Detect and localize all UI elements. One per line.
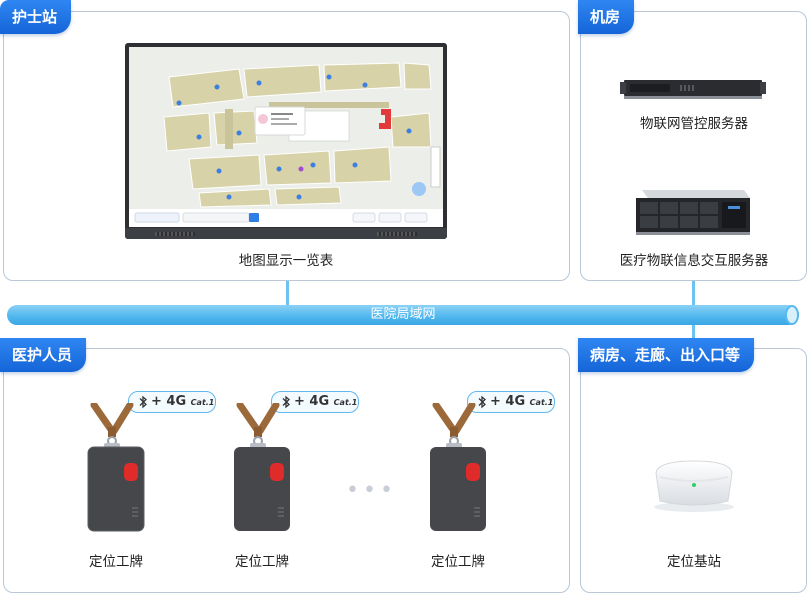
- connectivity-text: + 4G: [490, 394, 526, 409]
- lan-connector-left: [286, 281, 289, 306]
- lan-end-cap: [785, 305, 799, 325]
- connectivity-text: + 4G: [151, 394, 187, 409]
- base-station-label: 定位基站: [667, 554, 721, 570]
- medical-staff-tab: 医护人员: [0, 338, 87, 372]
- ward-tab: 病房、走廊、出入口等: [578, 338, 755, 372]
- map-screen: [129, 47, 443, 227]
- badge-icon: [430, 403, 486, 531]
- connectivity-badge: + 4G Cat.1: [467, 391, 555, 413]
- connectivity-text: + 4G: [294, 394, 330, 409]
- lan-connector-right-bottom: [692, 324, 695, 349]
- base-station-icon: [654, 460, 734, 512]
- connectivity-badge: + 4G Cat.1: [271, 391, 359, 413]
- hospital-lan-label: 医院局域网: [370, 307, 436, 322]
- cat-text: Cat.1: [333, 398, 358, 407]
- server-icon: [636, 190, 750, 235]
- ellipsis-icon: •••: [346, 478, 397, 503]
- badge-label: 定位工牌: [235, 554, 289, 570]
- connectivity-badge: + 4G Cat.1: [128, 391, 216, 413]
- server-icon: [620, 80, 766, 99]
- iot-control-server-label: 物联网管控服务器: [640, 116, 748, 132]
- cat-text: Cat.1: [529, 398, 554, 407]
- nurse-station-caption: 地图显示一览表: [238, 253, 334, 269]
- badge-label: 定位工牌: [89, 554, 143, 570]
- badge-icon: [234, 403, 290, 531]
- machine-room-panel: [580, 11, 807, 281]
- badge-label: 定位工牌: [431, 554, 485, 570]
- machine-room-tab: 机房: [578, 0, 635, 34]
- nurse-station-tab: 护士站: [0, 0, 72, 34]
- hospital-lan-bar: 医院局域网: [7, 305, 799, 325]
- floor-map-icon: [129, 47, 443, 227]
- monitor-bezel-bottom: [125, 228, 447, 239]
- medical-iot-exchange-server-label: 医疗物联信息交互服务器: [619, 253, 769, 269]
- bluetooth-icon: [478, 395, 486, 409]
- badge-icon: [87, 403, 145, 532]
- map-display-monitor: [125, 43, 447, 239]
- bluetooth-icon: [282, 395, 290, 409]
- cat-text: Cat.1: [190, 398, 215, 407]
- lan-connector-right: [692, 281, 695, 306]
- bluetooth-icon: [139, 395, 147, 409]
